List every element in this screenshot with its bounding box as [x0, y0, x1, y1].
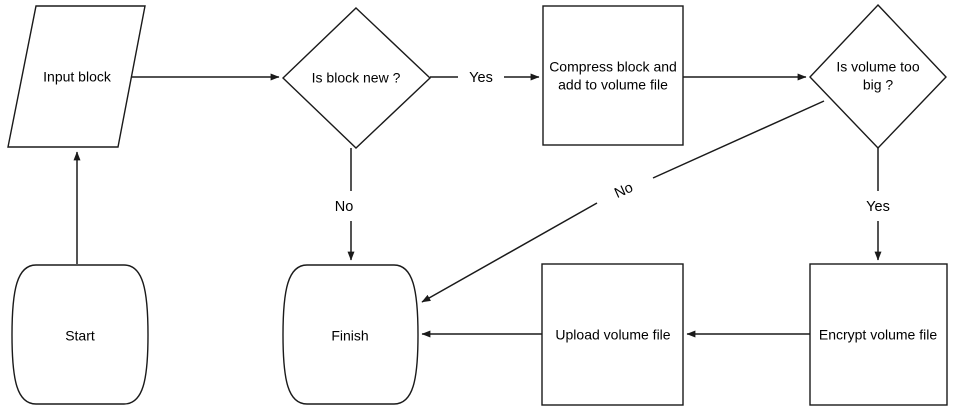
node-is-volume-too-big[interactable]: Is volume too big ? [809, 3, 947, 150]
input-block-label: Input block [43, 69, 112, 85]
node-compress-block[interactable]: Compress block and add to volume file [542, 5, 684, 146]
edge-is-volume-too-big-no-segment-b [421, 202, 598, 303]
compress-block-label-line-1: Compress block and [549, 59, 677, 75]
nodes-layer: Input block Is block new ? Compress bloc… [7, 3, 948, 406]
is-volume-too-big-shape[interactable] [809, 3, 947, 150]
node-start[interactable]: Start [11, 264, 149, 405]
is-block-new-label: Is block new ? [312, 70, 401, 86]
upload-volume-file-label: Upload volume file [555, 327, 670, 343]
edge-is-volume-too-big-no-segment-a [652, 100, 825, 179]
is-volume-too-big-label-line-1: Is volume too [836, 59, 919, 75]
start-label: Start [65, 328, 95, 344]
node-input-block[interactable]: Input block [7, 5, 146, 148]
is-block-new-shape[interactable] [281, 7, 432, 149]
is-volume-too-big-label-line-2: big ? [863, 77, 894, 93]
connectors-layer: Compress block --> Finish --> Finish (di… [73, 73, 882, 338]
node-is-block-new[interactable]: Is block new ? [281, 7, 432, 149]
compress-block-label-line-2: add to volume file [558, 77, 668, 93]
edge-label-no-block-new: No [335, 199, 354, 215]
input-block-shape[interactable] [7, 5, 146, 148]
edge-label-yes-volume-too-big: Yes [866, 199, 890, 215]
compress-block-shape[interactable] [542, 5, 684, 146]
finish-shape[interactable] [282, 264, 419, 405]
finish-label: Finish [331, 328, 368, 344]
encrypt-volume-file-shape[interactable] [809, 263, 948, 406]
node-upload-volume-file[interactable]: Upload volume file [541, 263, 684, 406]
upload-volume-file-shape[interactable] [541, 263, 684, 406]
edge-labels-layer: Yes No No Yes [335, 70, 890, 215]
start-shape[interactable] [11, 264, 149, 405]
node-encrypt-volume-file[interactable]: Encrypt volume file [809, 263, 948, 406]
node-finish[interactable]: Finish [282, 264, 419, 405]
encrypt-volume-file-label: Encrypt volume file [819, 327, 937, 343]
edge-label-yes-block-new: Yes [469, 70, 493, 86]
edge-label-no-volume-too-big: No [612, 180, 635, 202]
